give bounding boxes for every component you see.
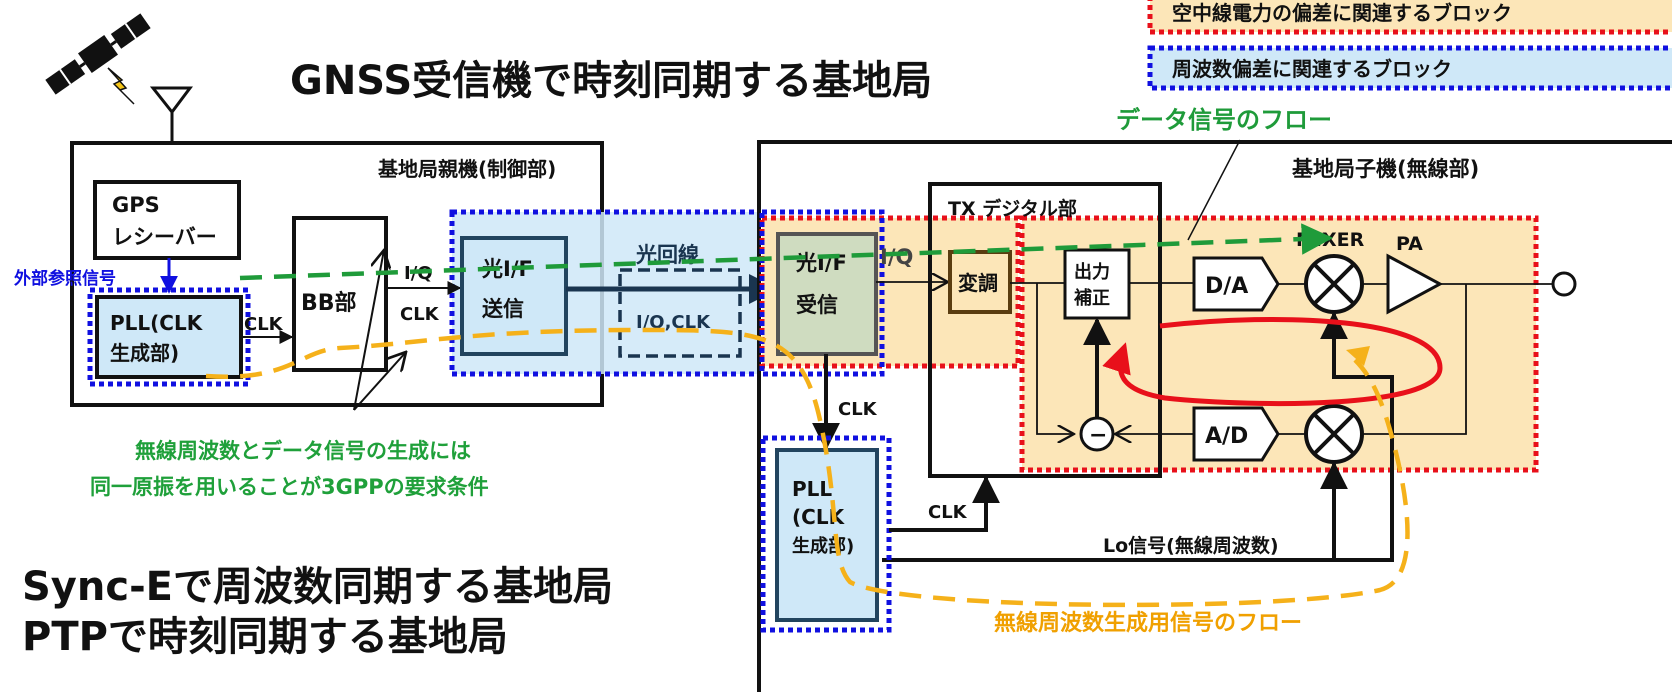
da-converter-block <box>1192 256 1280 312</box>
parent-clk2-label: CLK <box>400 304 440 325</box>
title-gnss: GNSS受信機で時刻同期する基地局 <box>290 58 932 104</box>
child-iq-label: I/Q <box>880 245 913 269</box>
parent-pll-label-1: PLL(CLK <box>110 311 204 335</box>
output-coupler-line <box>1362 284 1467 435</box>
comp-feedback-left-line <box>1036 283 1074 434</box>
gps-receiver-label-2: レシーバー <box>112 225 217 249</box>
gps-receiver-block <box>93 180 241 260</box>
lo-signal-label: Lo信号(無線周波数) <box>1103 534 1279 557</box>
output-comp-block <box>1063 248 1131 320</box>
rx-freq-zone-edge <box>759 209 885 377</box>
bb-block <box>292 216 388 372</box>
optical-link-box <box>618 268 742 358</box>
note-arrow-bb-iq <box>353 250 384 411</box>
child-clk2-arrow <box>889 475 1000 532</box>
child-station-label: 基地局子機(無線部) <box>1292 157 1479 181</box>
rf-flow-arrowhead <box>1346 346 1370 366</box>
note-arrow-bb-clk <box>353 352 406 411</box>
note-line-2: 同一原振を用いることが3GPPの要求条件 <box>90 475 489 499</box>
subtractor-minus: − <box>1089 423 1107 448</box>
rf-flow-label: 無線周波数生成用信号のフロー <box>994 610 1302 636</box>
modulator-block <box>948 250 1012 314</box>
tx-digital-label: TX デジタル部 <box>948 197 1077 220</box>
amplifier-icon <box>1386 253 1444 315</box>
ext-ref-label: 外部参照信号 <box>14 268 116 289</box>
mixer-icon-feedback <box>1304 404 1364 464</box>
child-pll-block <box>775 448 879 622</box>
output-comp-label-1: 出力 <box>1074 261 1110 283</box>
gps-receiver-label-1: GPS <box>112 193 160 217</box>
legend-power-swatch <box>1147 0 1672 35</box>
note-line-1: 無線周波数とデータ信号の生成には <box>135 439 471 463</box>
optical-if-rx-label-2: 受信 <box>796 293 838 317</box>
output-comp-label-2: 補正 <box>1073 287 1110 309</box>
ad-converter-block <box>1192 406 1280 462</box>
data-flow-line <box>239 223 1334 281</box>
parent-pll-block <box>95 295 243 379</box>
parent-clk-label: CLK <box>244 314 284 335</box>
satellite-icon <box>45 13 151 95</box>
child-clk-label: CLK <box>838 399 878 420</box>
title-synce: Sync-Eで周波数同期する基地局 <box>22 564 613 610</box>
lo-to-top-mixer-line <box>1320 311 1394 562</box>
modulator-label: 変調 <box>958 271 998 295</box>
child-pll-label-2: (CLK <box>792 505 846 529</box>
ad-converter-label: A/D <box>1205 424 1248 449</box>
signal-bolt-icon <box>107 67 135 105</box>
child-pll-label-3: 生成部) <box>792 535 854 557</box>
data-flow-callout-line <box>1187 139 1241 241</box>
parent-station-label: 基地局親機(制御部) <box>378 157 556 181</box>
legend-power-label: 空中線電力の偏差に関連するブロック <box>1172 1 1512 25</box>
legend-freq-swatch <box>1147 45 1672 91</box>
legend: 空中線電力の偏差に関連するブロック 周波数偏差に関連するブロック <box>1147 0 1672 91</box>
bb-label: BB部 <box>301 290 357 316</box>
output-port-icon <box>1551 271 1577 297</box>
tx-digital-box <box>928 182 1162 478</box>
child-pll-label-1: PLL <box>792 477 832 501</box>
parent-pll-label-2: 生成部) <box>110 341 179 365</box>
pa-label: PA <box>1396 233 1423 255</box>
optical-link-inner-label: I/Q,CLK <box>636 312 711 333</box>
legend-freq-label: 周波数偏差に関連するブロック <box>1172 57 1452 81</box>
mixer-icon <box>1304 254 1364 314</box>
da-converter-label: D/A <box>1205 274 1248 299</box>
title-ptp: PTPで時刻同期する基地局 <box>22 614 508 660</box>
child-clk2-label: CLK <box>928 502 968 523</box>
optical-if-tx-label-2: 送信 <box>482 297 524 321</box>
data-flow-label: データ信号のフロー <box>1116 106 1332 134</box>
power-control-loop <box>1102 316 1443 407</box>
subtractor-icon <box>1079 416 1115 452</box>
